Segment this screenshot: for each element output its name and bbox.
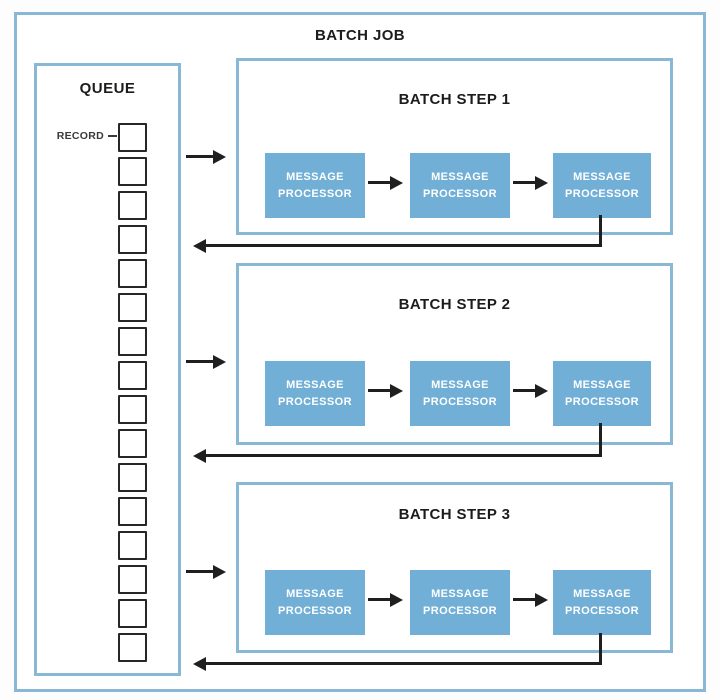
record-square [118, 361, 147, 390]
batch-step-3-title: BATCH STEP 3 [398, 506, 511, 523]
queue-title: QUEUE [79, 80, 136, 97]
record-list [118, 123, 147, 662]
batch-step-1-title: BATCH STEP 1 [398, 91, 511, 108]
batch-step-3-box: BATCH STEP 3 MESSAGE PROCESSOR MESSAGE P… [236, 482, 673, 653]
message-processor: MESSAGE PROCESSOR [553, 570, 651, 635]
record-square [118, 293, 147, 322]
record-square [118, 225, 147, 254]
message-processor: MESSAGE PROCESSOR [410, 153, 510, 218]
message-processor: MESSAGE PROCESSOR [265, 153, 365, 218]
message-processor: MESSAGE PROCESSOR [410, 361, 510, 426]
record-square [118, 259, 147, 288]
message-processor: MESSAGE PROCESSOR [410, 570, 510, 635]
record-square [118, 191, 147, 220]
queue-box: QUEUE RECORD [34, 63, 181, 676]
record-square [118, 599, 147, 628]
record-pointer-line [108, 135, 117, 137]
record-square [118, 395, 147, 424]
record-label: RECORD [56, 130, 104, 142]
record-square [118, 157, 147, 186]
message-processor: MESSAGE PROCESSOR [265, 361, 365, 426]
batch-step-2-title: BATCH STEP 2 [398, 296, 511, 313]
record-square [118, 497, 147, 526]
record-square [118, 123, 147, 152]
record-square [118, 463, 147, 492]
message-processor: MESSAGE PROCESSOR [553, 361, 651, 426]
message-processor: MESSAGE PROCESSOR [553, 153, 651, 218]
batch-job-title: BATCH JOB [315, 27, 405, 44]
record-square [118, 327, 147, 356]
batch-step-1-box: BATCH STEP 1 MESSAGE PROCESSOR MESSAGE P… [236, 58, 673, 235]
record-square [118, 531, 147, 560]
message-processor: MESSAGE PROCESSOR [265, 570, 365, 635]
record-square [118, 565, 147, 594]
record-square [118, 429, 147, 458]
batch-step-2-box: BATCH STEP 2 MESSAGE PROCESSOR MESSAGE P… [236, 263, 673, 445]
record-square [118, 633, 147, 662]
record-callout: RECORD [51, 130, 117, 142]
